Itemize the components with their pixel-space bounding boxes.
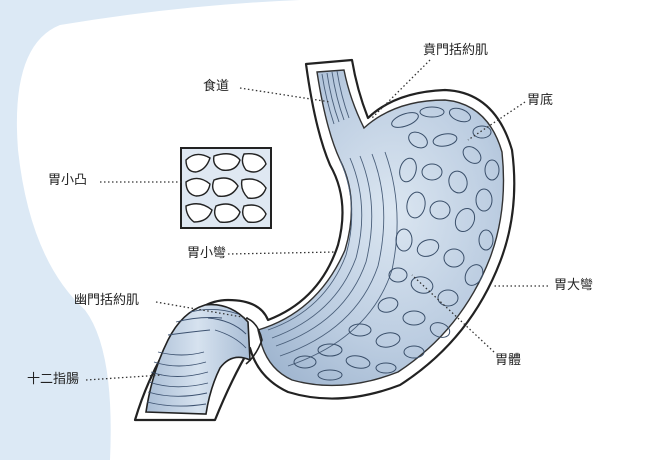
stomach-inner-lining (257, 69, 505, 387)
duodenum-rings (146, 309, 247, 407)
leader-cardiac-sphincter (371, 59, 431, 119)
rugae-texture (293, 106, 500, 381)
label-body: 胃體 (495, 353, 522, 368)
rugae-inset (180, 147, 272, 229)
label-fundus: 胃底 (527, 93, 554, 108)
side-panel (0, 0, 300, 460)
label-lesser-curvature: 胃小彎 (187, 246, 227, 261)
label-rugae: 胃小凸 (48, 173, 88, 188)
label-duodenum: 十二指腸 (27, 372, 80, 387)
label-pyloric-sphincter: 幽門括約肌 (74, 293, 140, 308)
leader-fundus (467, 101, 526, 141)
stomach (133, 58, 516, 422)
leader-lesser-curvature (227, 251, 337, 255)
label-esophagus: 食道 (203, 79, 230, 94)
label-cardiac-sphincter: 賁門括約肌 (423, 43, 489, 58)
esophagus-folds (321, 70, 350, 125)
label-greater-curvature: 胃大彎 (554, 278, 594, 293)
leader-body (411, 274, 495, 353)
leader-lines (85, 59, 548, 381)
pyloric-sphincter-shape (245, 317, 263, 365)
leader-duodenum (85, 374, 163, 381)
